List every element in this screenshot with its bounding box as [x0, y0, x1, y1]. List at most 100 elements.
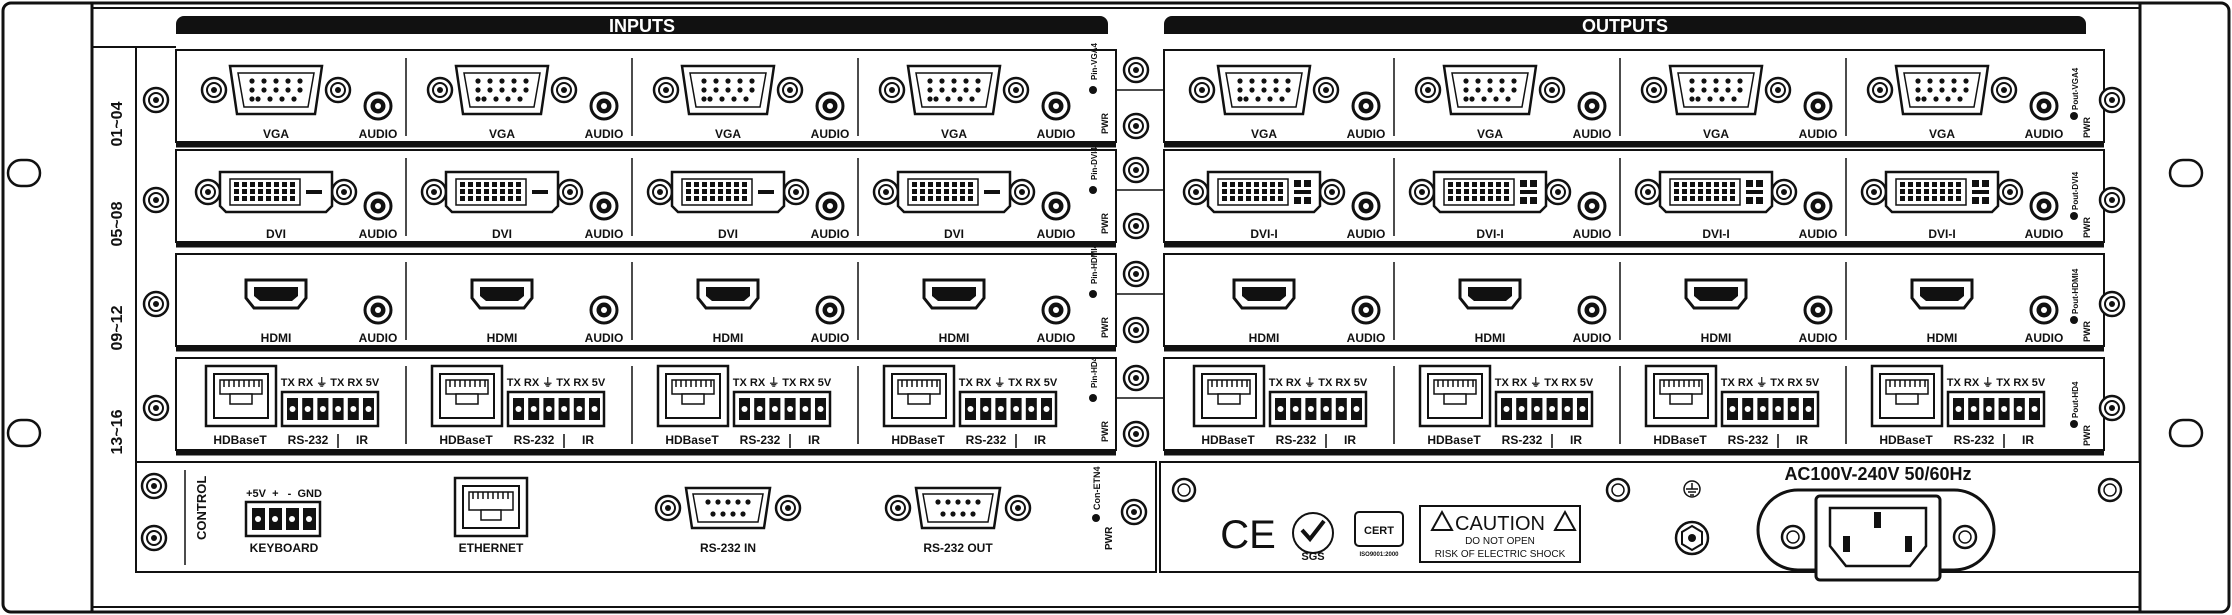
output-hdmi-4-audio-jack[interactable]	[2029, 295, 2059, 325]
output-vga-4-audio-jack[interactable]	[2029, 91, 2059, 121]
output-hdbaset-3-rs232-label: RS-232	[1728, 433, 1769, 447]
output-vga-3-audio-jack[interactable]	[1803, 91, 1833, 121]
input-hdbaset-4-terminal-block[interactable]	[958, 390, 1058, 428]
output-hdbaset-3-rj45-port[interactable]	[1644, 364, 1718, 428]
output-vga-2-vga-port[interactable]	[1414, 64, 1566, 116]
output-dvi-3-audio-jack[interactable]	[1803, 191, 1833, 221]
ethernet-port[interactable]	[453, 476, 529, 538]
row-screw-left-hdmi[interactable]	[142, 290, 170, 318]
control-card-screw-lower	[140, 524, 168, 552]
row-screw-left-vga[interactable]	[142, 86, 170, 114]
input-vga-2-audio-jack[interactable]	[589, 91, 619, 121]
row-screw-right-hdmi[interactable]	[2098, 290, 2126, 318]
row-screw-left-hdbaset[interactable]	[142, 394, 170, 422]
panel-post-2	[1605, 477, 1631, 503]
input-vga-3-vga-port[interactable]	[652, 64, 804, 116]
output-hdbaset-4-terminal-block[interactable]	[1946, 390, 2046, 428]
output-dvi-2-dvi-port[interactable]	[1408, 170, 1572, 214]
output-vga-4-vga-port[interactable]	[1866, 64, 2018, 116]
output-vga-1-audio-jack[interactable]	[1351, 91, 1381, 121]
inputs-header: INPUTS	[176, 16, 1108, 36]
output-hdbaset-4-ir-label: IR	[2022, 433, 2034, 447]
input-vga-1-audio-jack[interactable]	[363, 91, 393, 121]
input-vga-4-audio-jack[interactable]	[1041, 91, 1071, 121]
input-pwr-screw-hdbaset[interactable]	[1122, 364, 1150, 392]
input-dvi-4-dvi-port[interactable]	[872, 170, 1036, 214]
output-hdmi-1-hdmi-port[interactable]	[1232, 278, 1296, 310]
input-hdbaset-1-rj45-port[interactable]	[204, 364, 278, 428]
input-dvi-1-audio-jack[interactable]	[363, 191, 393, 221]
output-hdbaset-2-rj45-port[interactable]	[1418, 364, 1492, 428]
input-hdbaset-4-pin-labels: TX RX ⏚ TX RX 5V	[959, 376, 1058, 389]
input-dvi-2-audio-jack[interactable]	[589, 191, 619, 221]
output-hdmi-4-hdmi-port[interactable]	[1910, 278, 1974, 310]
input-hdbaset-3-rj45-port[interactable]	[656, 364, 730, 428]
input-pwr-screw-vga[interactable]	[1122, 56, 1150, 84]
output-dvi-3-dvi-port[interactable]	[1634, 170, 1798, 214]
output-dvi-1-audio-jack[interactable]	[1351, 191, 1381, 221]
input-hdmi-3-audio-label: AUDIO	[811, 331, 850, 345]
output-hdmi-3-audio-jack[interactable]	[1803, 295, 1833, 325]
input-pwr-screw-lower-dvi[interactable]	[1122, 212, 1150, 240]
row-screw-left-dvi[interactable]	[142, 186, 170, 214]
input-hdmi-3-hdmi-port[interactable]	[696, 278, 760, 310]
output-hdbaset-3-terminal-block[interactable]	[1720, 390, 1820, 428]
input-hdmi-4-audio-jack[interactable]	[1041, 295, 1071, 325]
input-dvi-1-dvi-port[interactable]	[194, 170, 358, 214]
input-dvi-4-audio-jack[interactable]	[1041, 191, 1071, 221]
input-pwr-screw-lower-vga[interactable]	[1122, 112, 1150, 140]
input-hdbaset-2-rj45-port[interactable]	[430, 364, 504, 428]
input-pwr-screw-lower-hdbaset[interactable]	[1122, 420, 1150, 448]
inputs-header-label: INPUTS	[609, 16, 675, 36]
output-hdmi-1-audio-jack[interactable]	[1351, 295, 1381, 325]
input-hdbaset-1-ir-label: IR	[356, 433, 368, 447]
input-hdbaset-3-terminal-block[interactable]	[732, 390, 832, 428]
input-hdmi-2-hdmi-port[interactable]	[470, 278, 534, 310]
output-vga-1-vga-port[interactable]	[1188, 64, 1340, 116]
output-hdbaset-2-terminal-block[interactable]	[1494, 390, 1594, 428]
input-vga-4-vga-port[interactable]	[878, 64, 1030, 116]
input-hdmi-4-hdmi-port[interactable]	[922, 278, 986, 310]
output-hdmi-3-hdmi-port[interactable]	[1684, 278, 1748, 310]
output-dvi-4-dvi-port[interactable]	[1860, 170, 2024, 214]
input-dvi-1-audio-label: AUDIO	[359, 227, 398, 241]
input-vga-1-vga-port[interactable]	[200, 64, 352, 116]
output-hdmi-2-hdmi-port[interactable]	[1458, 278, 1522, 310]
output-hdbaset-4-rj45-port[interactable]	[1870, 364, 1944, 428]
input-vga-2-vga-port[interactable]	[426, 64, 578, 116]
output-hdbaset-1-terminal-block[interactable]	[1268, 390, 1368, 428]
row-screw-right-vga[interactable]	[2098, 86, 2126, 114]
input-pwr-screw-dvi[interactable]	[1122, 156, 1150, 184]
control-card-screw-left	[140, 472, 168, 500]
input-hdbaset-4-rj45-port[interactable]	[882, 364, 956, 428]
input-hdbaset-1-terminal-block[interactable]	[280, 390, 380, 428]
keyboard-terminal[interactable]	[244, 500, 322, 538]
rs232-out-port[interactable]	[884, 486, 1032, 530]
input-hdmi-2-audio-jack[interactable]	[589, 295, 619, 325]
output-vga-2-audio-jack[interactable]	[1577, 91, 1607, 121]
input-hdbaset-2-terminal-block[interactable]	[506, 390, 606, 428]
ground-terminal[interactable]	[1674, 480, 1710, 556]
ac-power-inlet[interactable]	[1756, 488, 1996, 582]
input-pwr-screw-hdmi[interactable]	[1122, 260, 1150, 288]
input-hdmi-1-audio-jack[interactable]	[363, 295, 393, 325]
output-card-code-vga: Pout-VGA4	[2071, 67, 2080, 110]
output-hdbaset-1-rj45-port[interactable]	[1192, 364, 1266, 428]
input-vga-3-audio-jack[interactable]	[815, 91, 845, 121]
output-dvi-2-audio-jack[interactable]	[1577, 191, 1607, 221]
input-hdmi-1-hdmi-port[interactable]	[244, 278, 308, 310]
output-dvi-1-dvi-port[interactable]	[1182, 170, 1346, 214]
input-vga-1-audio-label: AUDIO	[359, 127, 398, 141]
input-hdmi-3-audio-jack[interactable]	[815, 295, 845, 325]
input-dvi-3-audio-jack[interactable]	[815, 191, 845, 221]
row-screw-right-hdbaset[interactable]	[2098, 394, 2126, 422]
input-dvi-3-dvi-port[interactable]	[646, 170, 810, 214]
input-dvi-2-dvi-port[interactable]	[420, 170, 584, 214]
output-hdmi-1-port-label: HDMI	[1249, 331, 1280, 345]
input-pwr-screw-lower-hdmi[interactable]	[1122, 316, 1150, 344]
rs232-in-port[interactable]	[654, 486, 802, 530]
output-hdmi-2-audio-jack[interactable]	[1577, 295, 1607, 325]
output-dvi-4-audio-jack[interactable]	[2029, 191, 2059, 221]
output-vga-3-vga-port[interactable]	[1640, 64, 1792, 116]
row-screw-right-dvi[interactable]	[2098, 186, 2126, 214]
